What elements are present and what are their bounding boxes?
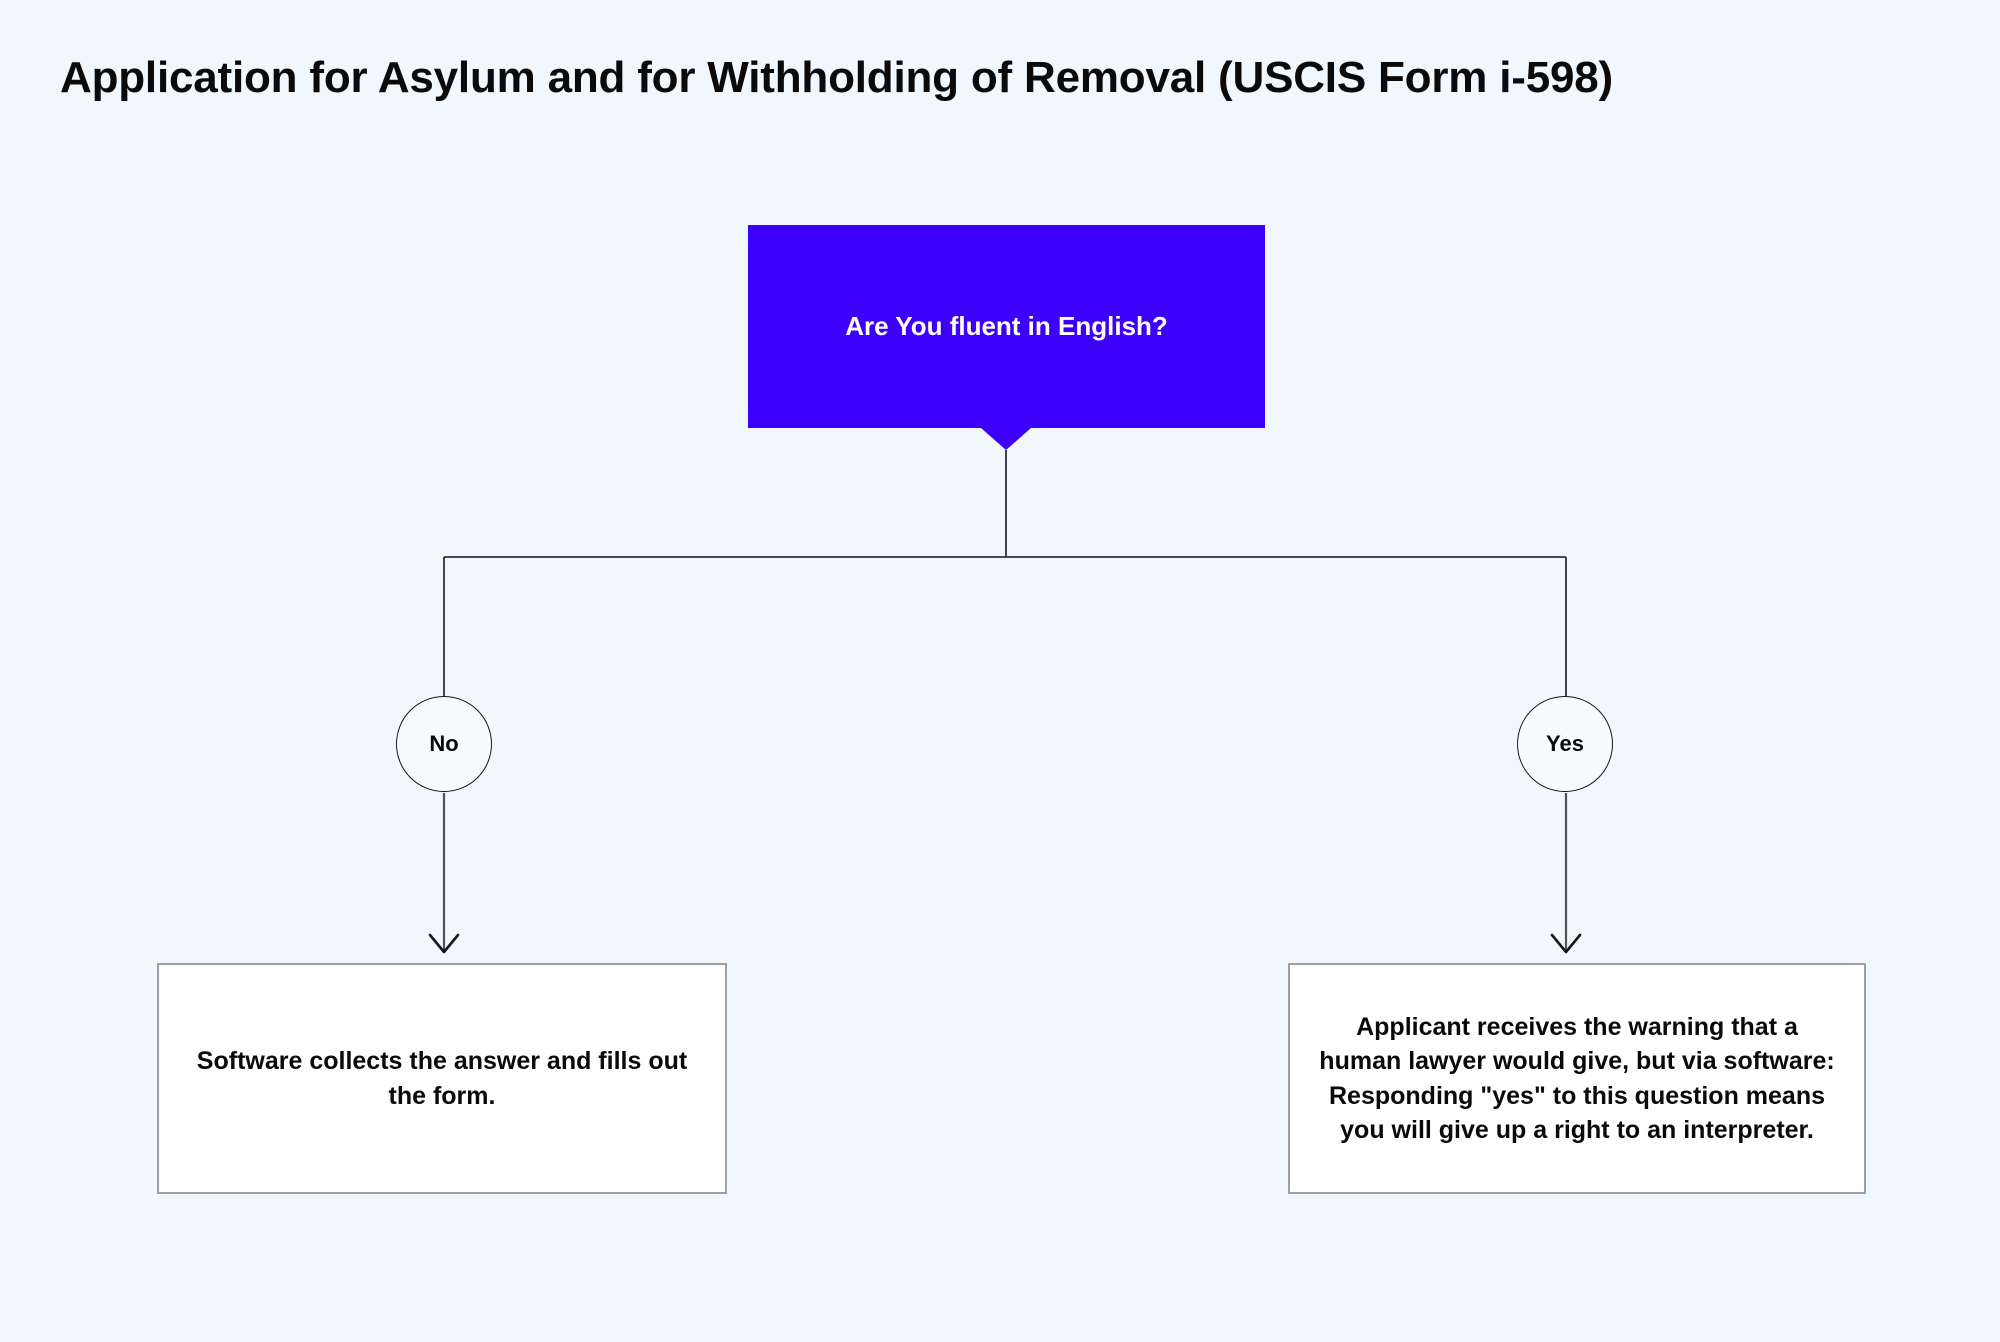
page-title: Application for Asylum and for Withholdi… bbox=[60, 53, 1613, 102]
outcome-node-no[interactable]: Software collects the answer and fills o… bbox=[157, 963, 727, 1194]
decision-node-label: Are You fluent in English? bbox=[845, 310, 1168, 341]
decision-node-tail-icon bbox=[981, 428, 1031, 450]
arrowhead-yes-icon bbox=[1550, 933, 1582, 954]
outcome-node-yes[interactable]: Applicant receives the warning that a hu… bbox=[1288, 963, 1866, 1194]
branch-node-yes-label: Yes bbox=[1546, 731, 1584, 756]
branch-node-no[interactable]: No bbox=[396, 696, 492, 792]
outcome-node-yes-text: Applicant receives the warning that a hu… bbox=[1319, 1012, 1835, 1145]
arrowhead-no-icon bbox=[428, 933, 460, 954]
decision-node-fluent-english[interactable]: Are You fluent in English? bbox=[748, 225, 1265, 428]
branch-node-yes[interactable]: Yes bbox=[1517, 696, 1613, 792]
outcome-node-no-text: Software collects the answer and fills o… bbox=[196, 1047, 688, 1110]
branch-node-no-label: No bbox=[429, 731, 459, 756]
